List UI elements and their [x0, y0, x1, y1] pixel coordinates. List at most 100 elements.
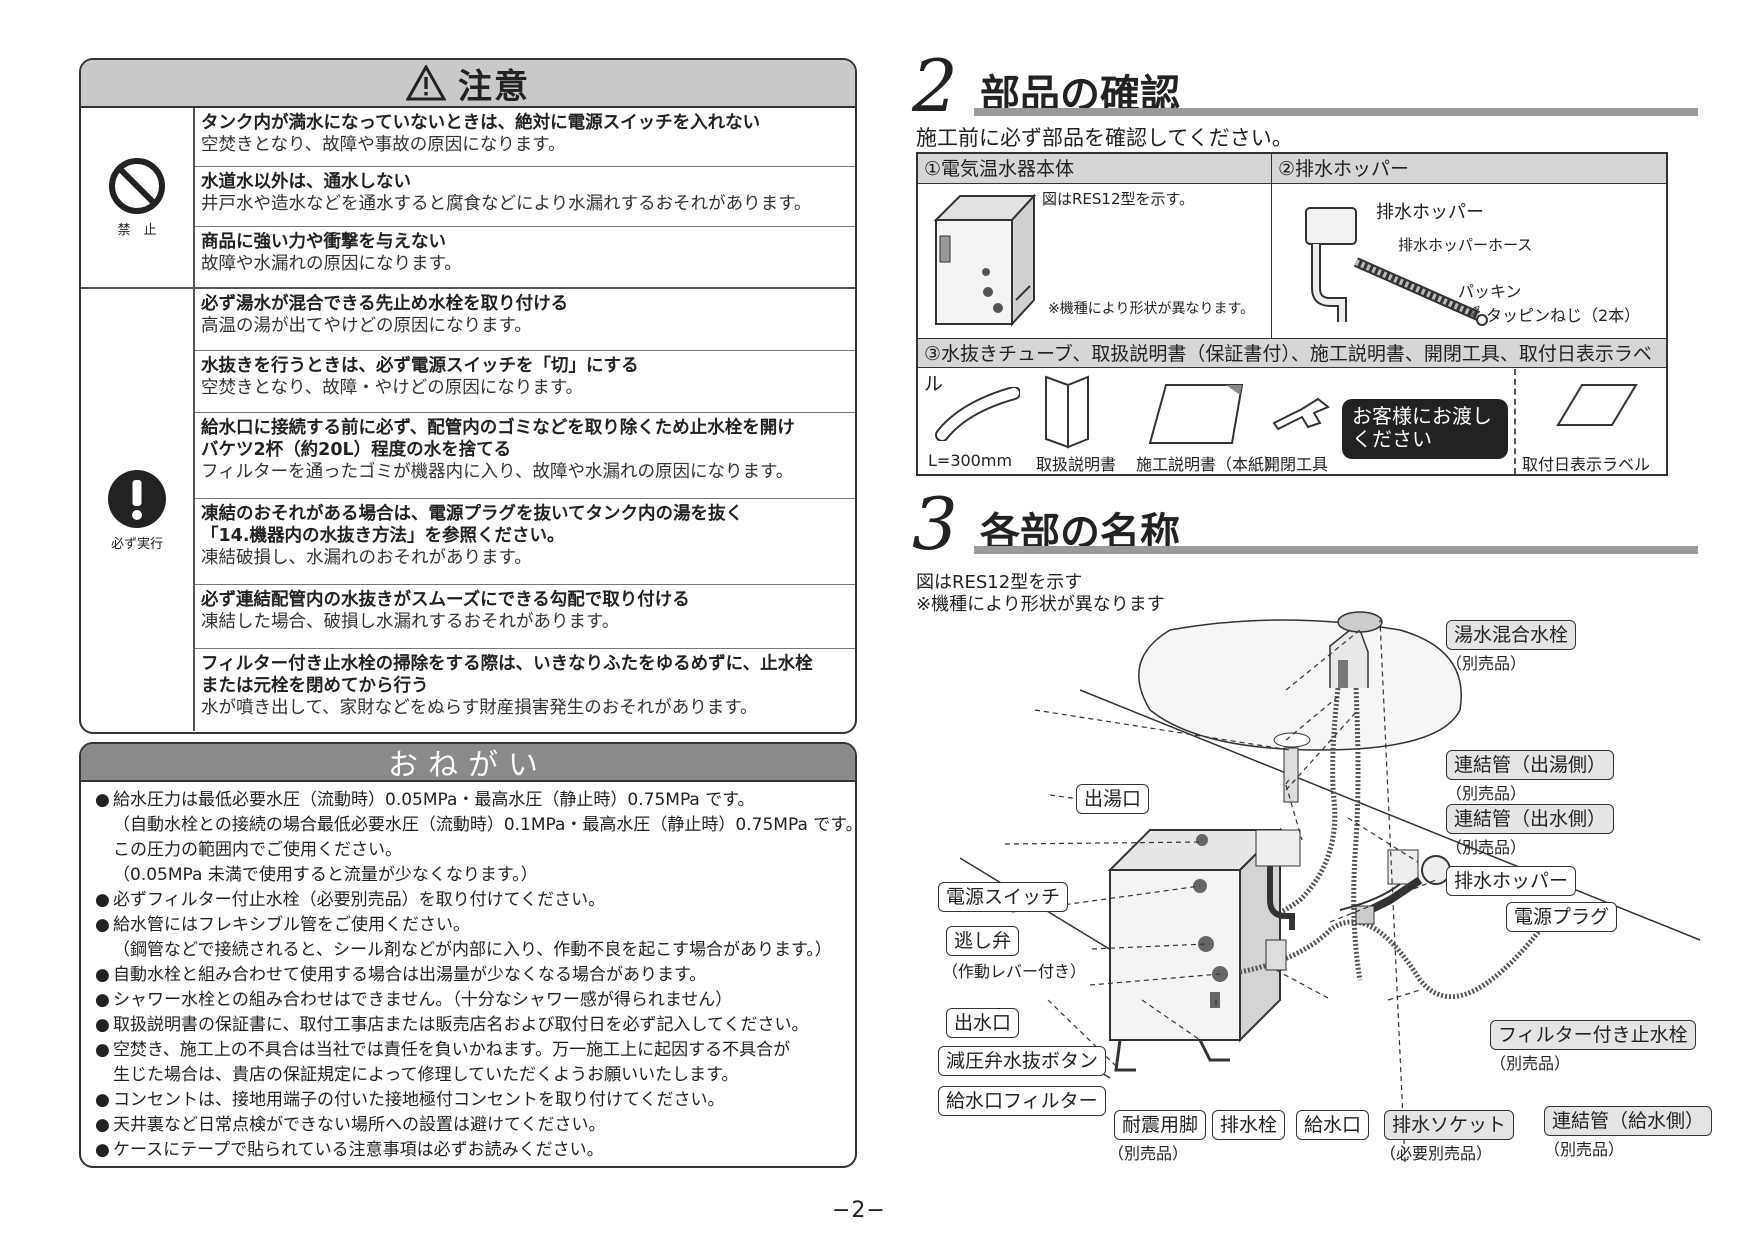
row-body: フィルターを通ったゴミが機器内に入り、故障や水漏れの原因になります。	[201, 462, 794, 482]
bullet-icon: ●	[95, 990, 110, 1010]
bullet-icon: ●	[95, 1115, 110, 1135]
must-label: 必ず実行	[110, 536, 163, 552]
row-body: 空焚きとなり、故障・やけどの原因になります。	[201, 378, 584, 398]
label-hot-pipe-sub: （別売品）	[1446, 784, 1527, 803]
diagram-note: 図はRES12型を示す ※機種により形状が異なります	[916, 572, 1165, 616]
label-socket-sub: （必要別売品）	[1380, 1144, 1493, 1163]
row-body: 高温の湯が出てやけどの原因になります。	[201, 316, 532, 336]
request-text: この圧力の範囲内でご使用ください。	[113, 840, 402, 860]
label-hot-pipe: 連結管（出湯側）	[1446, 750, 1615, 780]
request-line: ●必ずフィルター付止水栓（必要別売品）を取り付けてください。	[95, 888, 847, 913]
must-rows: 必ず湯水が混合できる先止め水栓を取り付ける 高温の湯が出てやけどの原因になります…	[195, 289, 855, 731]
must-cell: 必ず実行	[81, 289, 195, 731]
label-faucet-sub: （別売品）	[1446, 654, 1527, 673]
request-text: （自動水栓との接続の場合最低必要水圧（流動時）0.1MPa・最高水圧（静止時）0…	[113, 815, 857, 835]
bullet-icon: ●	[95, 790, 110, 810]
label-stop-valve: フィルター付き止水栓	[1490, 1020, 1696, 1050]
label-hopper: 排水ホッパー	[1446, 866, 1577, 896]
label-supply-pipe-sub: （別売品）	[1544, 1140, 1625, 1159]
caution-title: 注意	[458, 66, 530, 107]
request-list: ●給水圧力は最低必要水圧（流動時）0.05MPa・最高水圧（静止時）0.75MP…	[81, 782, 855, 1163]
request-line: ●天井裏など日常点検ができない場所への設置は避けてください。	[95, 1113, 847, 1138]
caution-row: タンク内が満水になっていないときは、絶対に電源スイッチを入れない 空焚きとなり、…	[195, 108, 855, 167]
section2-heading: 2 部品の確認	[912, 50, 1698, 122]
caution-row: フィルター付き止水栓の掃除をする際は、いきなりふたをゆるめずに、止水栓 または元…	[195, 649, 855, 731]
label-inlet: 給水口	[1296, 1110, 1370, 1140]
label-drain-button: 減圧弁水抜ボタン	[938, 1046, 1107, 1076]
label-legs-sub: （別売品）	[1108, 1144, 1189, 1163]
row-body: 凍結破損し、水漏れのおそれがあります。	[201, 548, 532, 568]
label-outlet: 出湯口	[1076, 784, 1150, 814]
section2-number: 2	[912, 44, 958, 128]
caution-row: 凍結のおそれがある場合は、電源プラグを抜いてタンク内の湯を抜く 「14.機器内の…	[195, 499, 855, 585]
part1-cell: 図はRES12型を示す。 ※機種により形状が異なります。	[918, 184, 1272, 338]
prohibit-rows: タンク内が満水になっていないときは、絶対に電源スイッチを入れない 空焚きとなり、…	[195, 108, 855, 287]
bullet-icon: ●	[95, 1090, 110, 1110]
row-body: 故障や水漏れの原因になります。	[201, 254, 462, 274]
water-heater-illustration	[933, 193, 1037, 327]
bullet-icon: ●	[95, 965, 110, 985]
caution-row: 給水口に接続する前に必ず、配管内のゴミなどを取り除くため止水栓を開け バケツ2杯…	[195, 413, 855, 499]
bullet-icon: ●	[95, 890, 110, 910]
prohibit-label: 禁 止	[117, 223, 157, 238]
label-faucet: 湯水混合水栓	[1446, 620, 1577, 650]
request-text: 空焚き、施工上の不具合は当社では責任を負いかねます。万一施工上に起因する不具合が	[113, 1040, 791, 1060]
request-text: 必ずフィルター付止水栓（必要別売品）を取り付けてください。	[113, 890, 606, 910]
request-text: 自動水栓と組み合わせて使用する場合は出湯量が少なくなる場合があります。	[113, 965, 707, 985]
caution-row: 水道水以外は、通水しない 井戸水や造水などを通水すると腐食などにより水漏れするお…	[195, 167, 855, 227]
caution-box: 注意 禁 止 タンク内が満水になっていないときは、絶対に電源スイッチを入れない …	[79, 58, 857, 734]
part1-note1: 図はRES12型を示す。	[1042, 190, 1195, 208]
row-body: 凍結した場合、破損し水漏れするおそれがあります。	[201, 612, 620, 632]
warning-icon	[406, 65, 446, 101]
date-label-caption: 取付日表示ラベル	[1522, 455, 1651, 474]
part1-header: ①電気温水器本体	[918, 154, 1272, 184]
request-text: 生じた場合は、貴店の保証規定によって修理していただくようお願いいたします。	[113, 1065, 739, 1085]
label-relief-sub: （作動レバー付き）	[942, 962, 1087, 981]
parts-diagram	[959, 611, 1701, 1163]
label-stop-valve-sub: （別売品）	[1490, 1054, 1571, 1073]
label-drain-plug: 排水栓	[1212, 1110, 1286, 1140]
bullet-icon: ●	[95, 1015, 110, 1035]
row-head: 商品に強い力や衝撃を与えない	[201, 232, 446, 252]
prohibit-group: 禁 止 タンク内が満水になっていないときは、絶対に電源スイッチを入れない 空焚き…	[81, 108, 855, 289]
hopper-label: 排水ホッパー	[1376, 202, 1484, 223]
parts-table: ①電気温水器本体 ②排水ホッパー 図はRES12型を示す。 ※機種により形状が異…	[916, 152, 1668, 476]
request-line: ●給水圧力は最低必要水圧（流動時）0.05MPa・最高水圧（静止時）0.75MP…	[95, 788, 847, 813]
row-head: タンク内が満水になっていないときは、絶対に電源スイッチを入れない	[201, 113, 761, 133]
request-line: （自動水栓との接続の場合最低必要水圧（流動時）0.1MPa・最高水圧（静止時）0…	[95, 813, 855, 838]
section2-bar	[974, 108, 1698, 116]
tool-illustration	[1272, 397, 1330, 431]
hopper-hose-label: 排水ホッパーホース	[1398, 236, 1533, 254]
hand-over-text: お客様にお渡し ください	[1352, 404, 1492, 451]
request-line: （鋼管などで接続されると、シール剤などが内部に入り、作動不良を起こす場合がありま…	[95, 938, 847, 963]
section3-bar	[974, 546, 1698, 554]
request-title: おねがい	[388, 748, 548, 783]
label-relief: 逃し弁	[946, 926, 1020, 956]
prohibit-icon	[109, 158, 165, 214]
caution-row: 必ず連結配管内の水抜きがスムーズにできる勾配で取り付ける 凍結した場合、破損し水…	[195, 585, 855, 649]
caution-row: 商品に強い力や衝撃を与えない 故障や水漏れの原因になります。	[195, 227, 855, 287]
drain-hopper-illustration	[1305, 207, 1488, 326]
label-socket: 排水ソケット	[1384, 1110, 1515, 1140]
request-text: ケースにテープで貼られている注意事項は必ずお読みください。	[113, 1140, 604, 1160]
request-text: コンセントは、接地用端子の付いた接地極付コンセントを取り付けてください。	[113, 1090, 725, 1110]
manual-caption: 取扱説明書	[1036, 455, 1117, 474]
request-line: ●ケースにテープで貼られている注意事項は必ずお読みください。	[95, 1138, 847, 1163]
tube-caption: L=300mm	[928, 451, 1013, 470]
request-text: シャワー水栓との組み合わせはできません。（十分なシャワー感が得られません）	[113, 990, 733, 1010]
caution-row: 必ず湯水が混合できる先止め水栓を取り付ける 高温の湯が出てやけどの原因になります…	[195, 289, 855, 351]
row-body: 井戸水や造水などを通水すると腐食などにより水漏れするおそれがあります。	[201, 194, 812, 214]
request-line: 生じた場合は、貴店の保証規定によって修理していただくようお願いいたします。	[95, 1063, 847, 1088]
install-sheet-illustration	[1148, 384, 1244, 444]
row-body: 水が噴き出して、家財などをぬらす財産損害発生のおそれがあります。	[201, 698, 758, 718]
request-line: ●取扱説明書の保証書に、取付工事店または販売店名および取付日を必ず記入してくださ…	[95, 1013, 847, 1038]
request-text: 給水管にはフレキシブル管をご使用ください。	[113, 915, 470, 935]
section2-intro: 施工前に必ず部品を確認してください。	[916, 126, 1293, 150]
row-head: 必ず湯水が混合できる先止め水栓を取り付ける	[201, 294, 569, 314]
tool-caption: 開閉工具	[1264, 455, 1329, 474]
label-legs: 耐震用脚	[1114, 1110, 1207, 1140]
request-line: ●給水管にはフレキシブル管をご使用ください。	[95, 913, 847, 938]
section3-number: 3	[912, 482, 958, 566]
drain-tube-illustration	[935, 387, 1020, 441]
row-head: 必ず連結配管内の水抜きがスムーズにできる勾配で取り付ける	[201, 590, 690, 610]
